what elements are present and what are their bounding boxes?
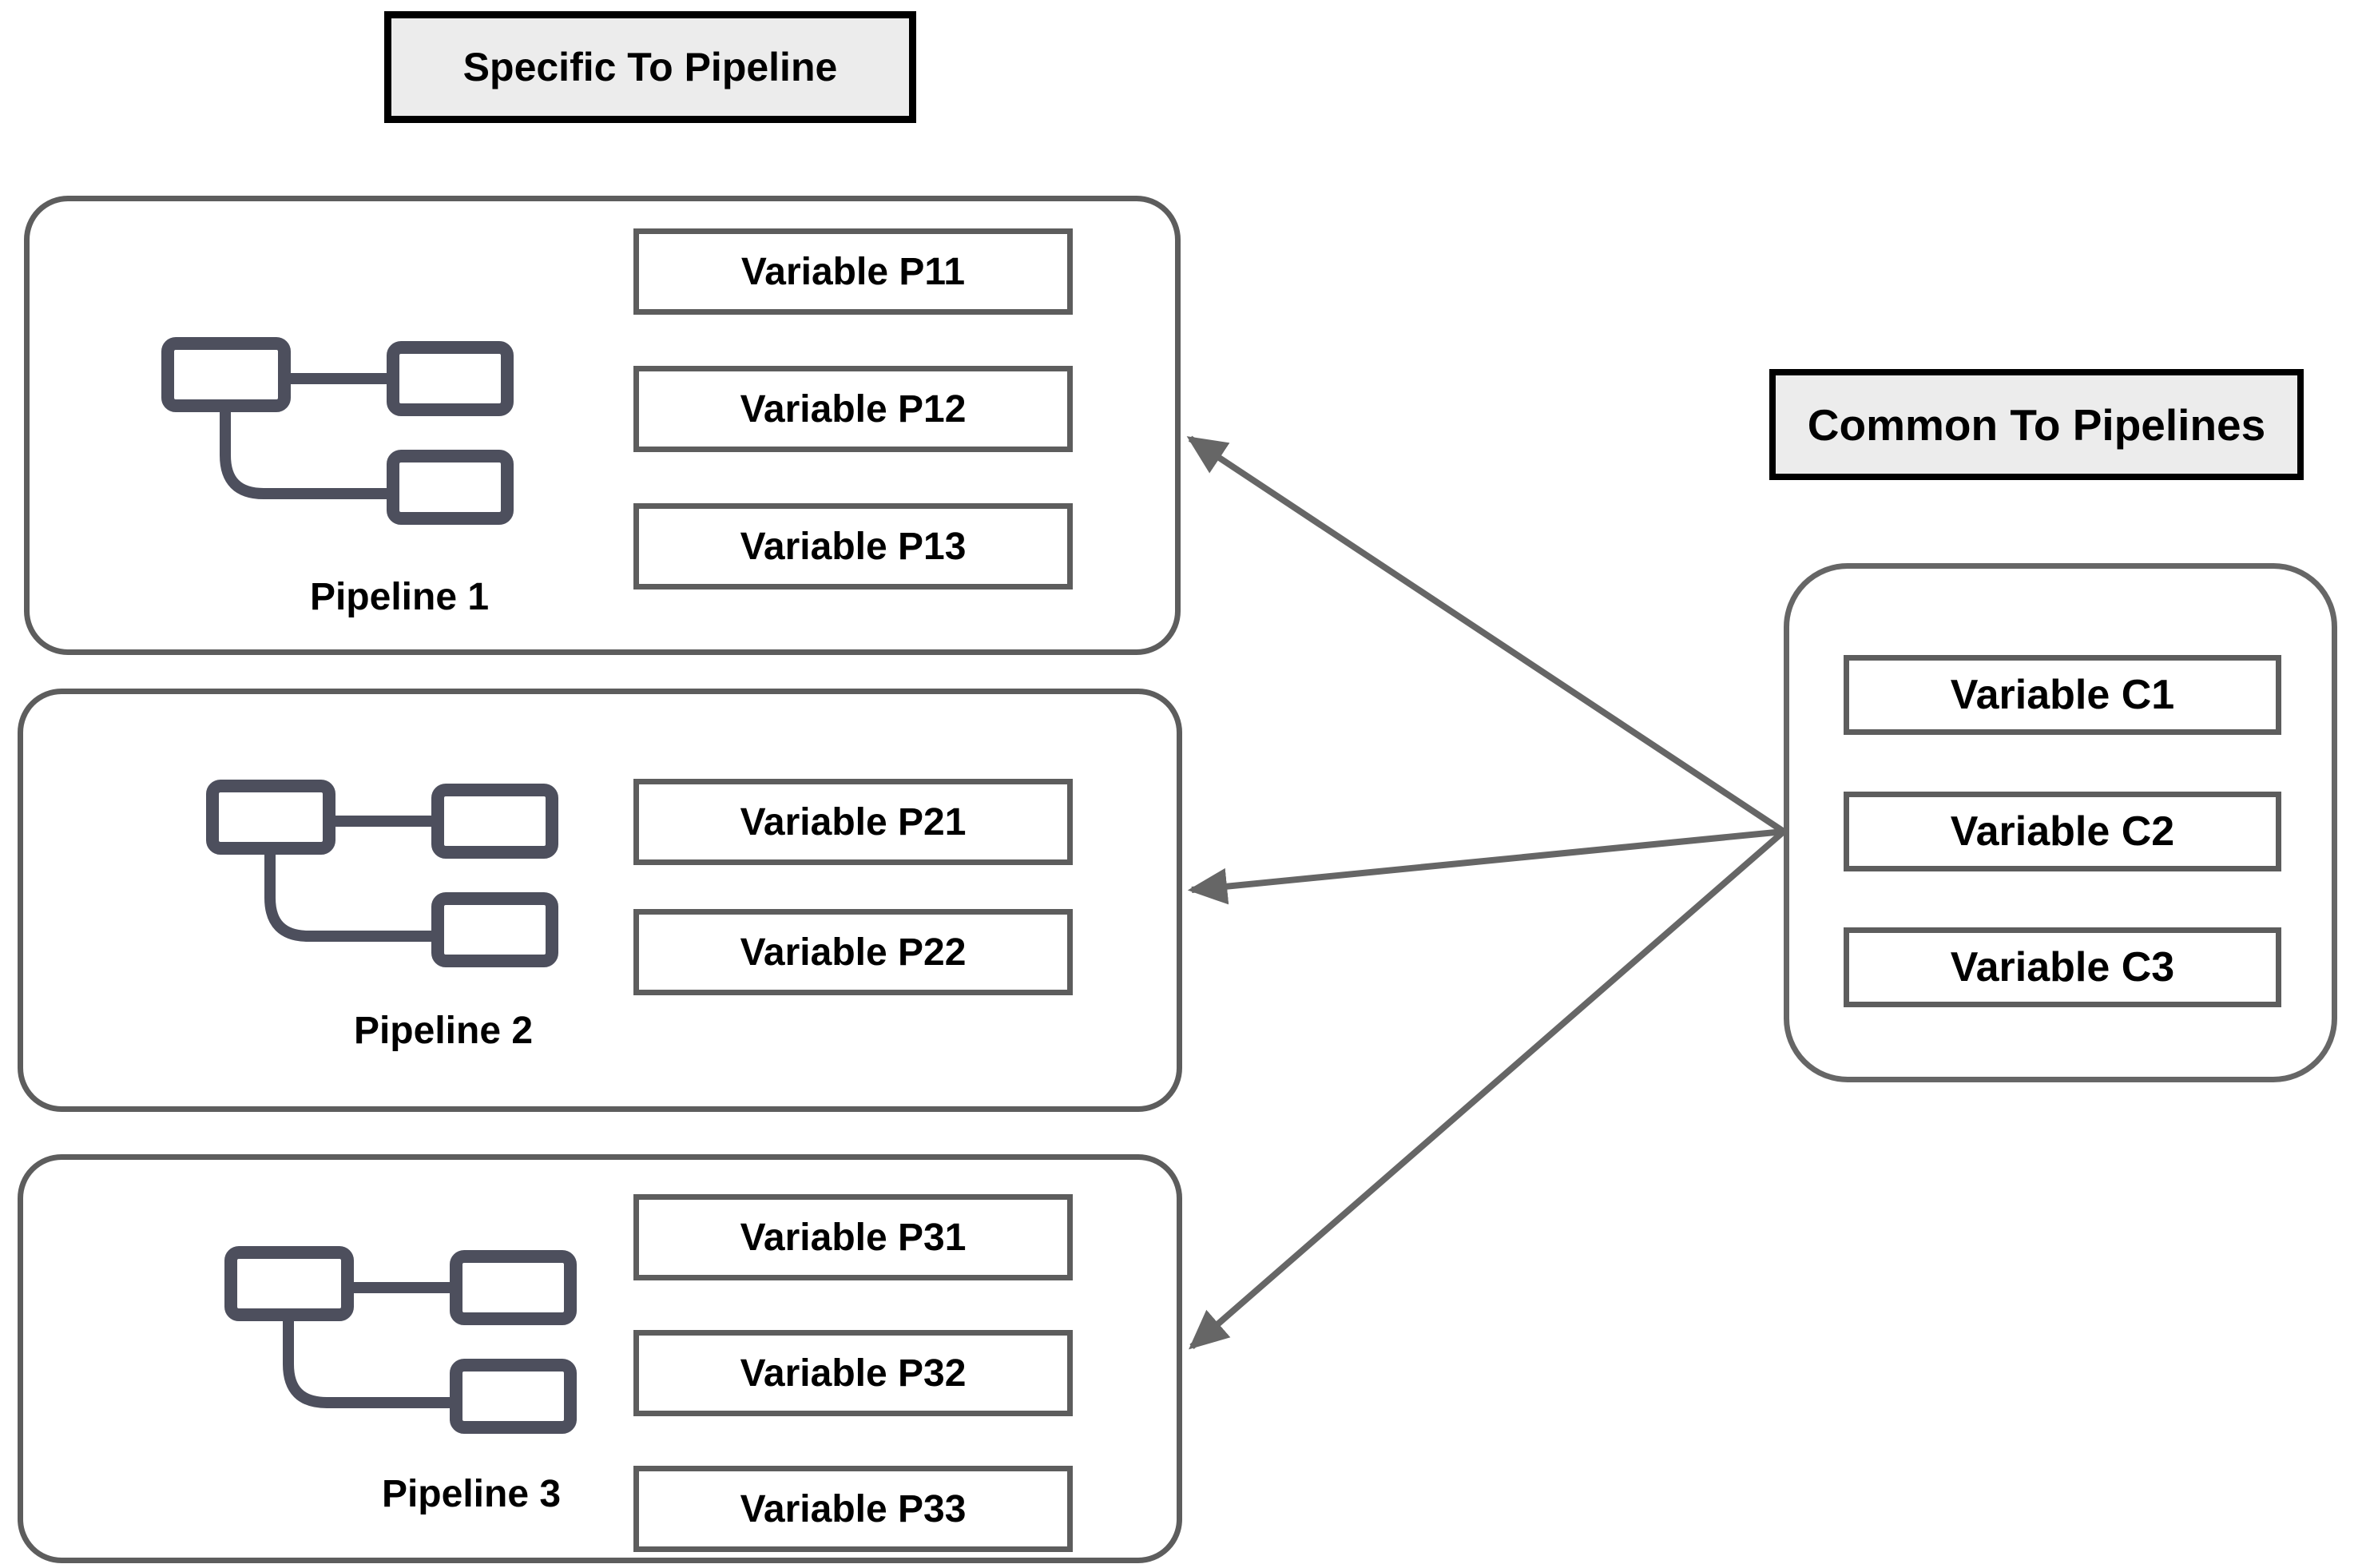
- arrow-common-to-pipeline-2: [1187, 828, 1784, 905]
- pipeline-2-container: [18, 689, 1182, 1112]
- variable-box-p22: Variable P22: [633, 909, 1073, 995]
- common-header-label: Common To Pipelines: [1807, 399, 2266, 450]
- variable-p11-label: Variable P11: [740, 250, 966, 293]
- specific-to-pipeline-header: Specific To Pipeline: [384, 11, 916, 123]
- variable-c2-label: Variable C2: [1950, 808, 2175, 855]
- variable-box-p11: Variable P11: [633, 228, 1073, 315]
- pipeline-1-label-text: Pipeline 1: [309, 575, 490, 618]
- variable-box-p21: Variable P21: [633, 779, 1073, 865]
- variable-box-p13: Variable P13: [633, 503, 1073, 589]
- pipeline-2-label-text: Pipeline 2: [353, 1009, 534, 1052]
- common-to-pipelines-header: Common To Pipelines: [1769, 369, 2304, 480]
- variable-p31-label: Variable P31: [740, 1216, 967, 1259]
- variable-box-c3: Variable C3: [1844, 927, 2281, 1007]
- arrow-common-to-pipeline-1: [1186, 435, 1786, 835]
- variable-p13-label: Variable P13: [740, 525, 967, 568]
- variable-box-c2: Variable C2: [1844, 792, 2281, 871]
- variable-box-p12: Variable P12: [633, 366, 1073, 452]
- sitemap-icon: [161, 337, 514, 525]
- pipeline-2-label: Pipeline 2: [276, 1002, 611, 1059]
- variable-box-p32: Variable P32: [633, 1330, 1073, 1416]
- variable-p32-label: Variable P32: [740, 1352, 967, 1395]
- variable-p21-label: Variable P21: [740, 800, 967, 844]
- variable-p33-label: Variable P33: [740, 1487, 967, 1530]
- pipeline-1-label: Pipeline 1: [232, 568, 567, 625]
- pipeline-3-label: Pipeline 3: [304, 1465, 639, 1522]
- variable-box-c1: Variable C1: [1844, 655, 2281, 735]
- specific-header-label: Specific To Pipeline: [462, 45, 838, 89]
- pipeline-3-label-text: Pipeline 3: [381, 1472, 562, 1515]
- variable-box-p33: Variable P33: [633, 1466, 1073, 1552]
- sitemap-icon: [206, 780, 558, 967]
- variable-p12-label: Variable P12: [740, 387, 967, 431]
- arrow-common-to-pipeline-3: [1189, 828, 1786, 1350]
- variable-c3-label: Variable C3: [1950, 944, 2175, 990]
- variable-p22-label: Variable P22: [740, 931, 967, 974]
- variable-box-p31: Variable P31: [633, 1194, 1073, 1280]
- variable-c1-label: Variable C1: [1950, 672, 2175, 718]
- sitemap-icon: [224, 1246, 577, 1434]
